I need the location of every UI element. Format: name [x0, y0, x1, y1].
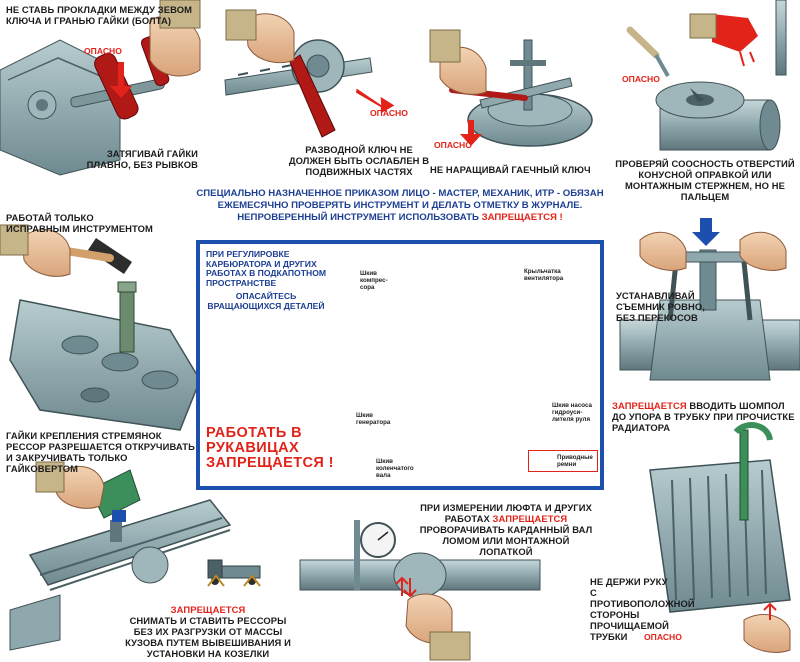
- caption-ramrod: ЗАПРЕЩАЕТСЯ ВВОДИТЬ ШОМПОЛ ДО УПОРА В ТР…: [612, 400, 798, 433]
- extended-spanner-illustration: [429, 29, 593, 147]
- caption-extend: НЕ НАРАЩИВАЙ ГАЕЧНЫЙ КЛЮЧ: [430, 164, 591, 175]
- caption-driveshaft: ПРИ ИЗМЕРЕНИИ ЛЮФТА И ДРУГИХ РАБОТАХ ЗАП…: [418, 502, 594, 557]
- caption-puller: УСТАНАВЛИВАЙ СЪЕМНИК РОВНО, БЕЗ ПЕРЕКОСО…: [616, 290, 705, 323]
- puller-illustration: [619, 218, 800, 381]
- label-drive-belts: Приводные ремни: [557, 454, 593, 468]
- driveshaft-forbidden: ЗАПРЕЩАЕТСЯ: [492, 513, 568, 524]
- danger-label-1: ОПАСНО: [84, 46, 122, 56]
- danger-label-4: ОПАСНО: [622, 74, 660, 84]
- adjustable-wrench-illustration: [224, 9, 395, 138]
- caption-spring-nuts: ГАЙКИ КРЕПЛЕНИЯ СТРЕМЯНОК РЕССОР РАЗРЕША…: [6, 430, 195, 474]
- notice-forbidden: ЗАПРЕЩАЕТСЯ !: [481, 211, 563, 223]
- radiator-ramrod-illustration: [649, 422, 791, 653]
- caption-tighten: ЗАТЯГИВАЙ ГАЙКИ ПЛАВНО, БЕЗ РЫВКОВ: [86, 148, 198, 170]
- driveshaft-text-b: ПРОВОРАЧИВАТЬ КАРДАННЫЙ ВАЛ ЛОМОМ ИЛИ МО…: [419, 524, 593, 557]
- gloves-forbidden: РАБОТАТЬ В РУКАВИЦАХ ЗАПРЕЩАЕТСЯ !: [206, 425, 334, 471]
- notice-line-2-text: НЕПРОВЕРЕННЫЙ ИНСТРУМЕНТ ИСПОЛЬЗОВАТЬ: [237, 211, 482, 223]
- wrench-gasket-illustration: [0, 0, 201, 176]
- label-generator-pulley: Шкив генератора: [356, 412, 391, 426]
- inspection-notice: СПЕЦИАЛЬНО НАЗНАЧЕННОЕ ПРИКАЗОМ ЛИЦО - М…: [196, 188, 604, 223]
- dial-gauge-driveshaft-illustration: [299, 520, 541, 661]
- panel-carburetor-text: ПРИ РЕГУЛИРОВКЕ КАРБЮРАТОРА И ДРУГИХ РАБ…: [206, 249, 327, 288]
- hammer-cylinder-head-illustration: [0, 224, 201, 431]
- label-compressor-pulley: Шкив компрес-сора: [360, 270, 388, 291]
- belts-legend: Приводные ремни: [528, 450, 598, 472]
- engine-panel-frame: [196, 240, 604, 490]
- springs-text: СНИМАТЬ И СТАВИТЬ РЕССОРЫ БЕЗ ИХ РАЗГРУЗ…: [125, 615, 291, 659]
- springs-forbidden: ЗАПРЕЩАЕТСЯ: [170, 604, 246, 615]
- impact-wrench-illustration: [9, 461, 261, 651]
- danger-label-2: ОПАСНО: [370, 108, 408, 118]
- panel-beware-text: ОПАСАЙТЕСЬ ВРАЩАЮЩИХСЯ ДЕТАЛЕЙ: [207, 291, 325, 311]
- driveshaft-text-a: ПРИ ИЗМЕРЕНИИ ЛЮФТА И ДРУГИХ РАБОТАХ: [420, 502, 592, 524]
- label-crankshaft-pulley: Шкив коленчатого вала: [376, 458, 414, 479]
- ramrod-text: ВВОДИТЬ ШОМПОЛ ДО УПОРА В ТРУБКУ ПРИ ПРО…: [612, 400, 795, 433]
- mandrel-alignment-illustration: [626, 0, 787, 151]
- ramrod-forbidden: ЗАПРЕЩАЕТСЯ: [612, 400, 687, 411]
- danger-label-5: ОПАСНО: [644, 632, 682, 642]
- caption-alignment: ПРОВЕРЯЙ СООСНОСТЬ ОТВЕРСТИЙ КОНУСНОЙ ОП…: [615, 158, 795, 202]
- label-pump-pulley: Шкив насоса гидроуси-лителя руля: [552, 402, 592, 423]
- caption-good-tools: РАБОТАЙ ТОЛЬКО ИСПРАВНЫМ ИНСТРУМЕНТОМ: [6, 212, 153, 234]
- truck-on-stands-icon: [207, 559, 261, 587]
- caption-gasket: НЕ СТАВЬ ПРОКЛАДКИ МЕЖДУ ЗЕВОМ КЛЮЧА И Г…: [6, 4, 193, 26]
- notice-line-2: НЕПРОВЕРЕННЫЙ ИНСТРУМЕНТ ИСПОЛЬЗОВАТЬ ЗА…: [196, 212, 604, 224]
- caption-hand: НЕ ДЕРЖИ РУКУ С ПРОТИВОПОЛОЖНОЙ СТОРОНЫ …: [590, 576, 695, 642]
- notice-line-1: СПЕЦИАЛЬНО НАЗНАЧЕННОЕ ПРИКАЗОМ ЛИЦО - М…: [196, 188, 604, 211]
- caption-springs: ЗАПРЕЩАЕТСЯ СНИМАТЬ И СТАВИТЬ РЕССОРЫ БЕ…: [120, 604, 296, 659]
- caption-adjustable-wrench: РАЗВОДНОЙ КЛЮЧ НЕ ДОЛЖЕН БЫТЬ ОСЛАБЛЕН В…: [288, 144, 430, 177]
- danger-label-3: ОПАСНО: [434, 140, 472, 150]
- label-fan: Крыльчатка вентилятора: [524, 268, 564, 282]
